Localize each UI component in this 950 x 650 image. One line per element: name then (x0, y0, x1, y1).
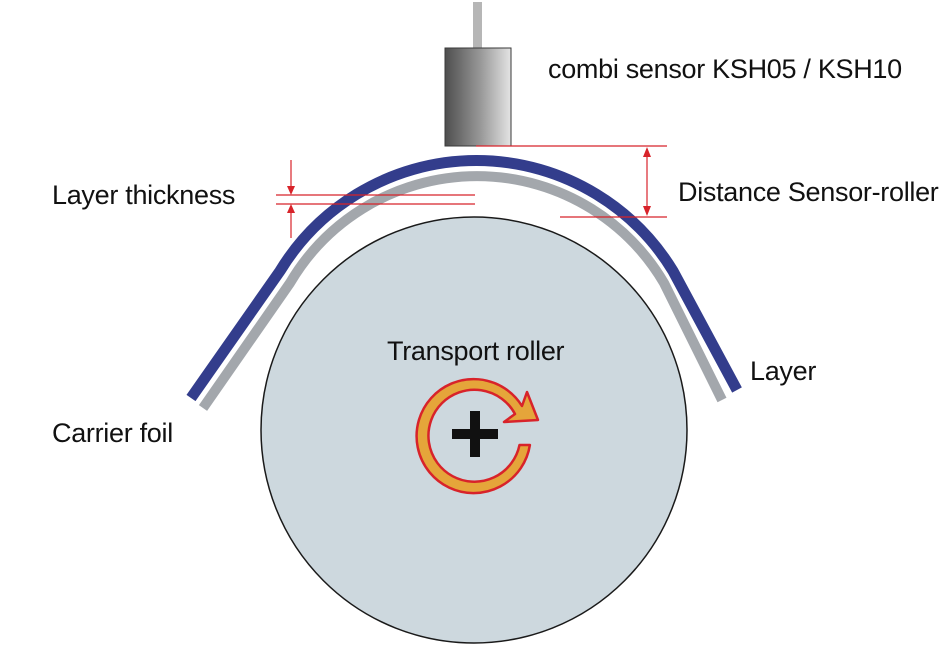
roller-axis-icon (452, 411, 498, 457)
coating-layer (186, 155, 742, 402)
sensor-label: combi sensor KSH05 / KSH10 (548, 54, 902, 84)
carrier-foil-label: Carrier foil (52, 418, 173, 448)
layer-label: Layer (750, 356, 816, 386)
layer-thickness-label: Layer thickness (52, 180, 235, 210)
distance-dimension (476, 145, 667, 218)
layer-thickness-dimension (276, 160, 475, 238)
distance-label: Distance Sensor-roller (678, 177, 939, 207)
carrier-foil (198, 171, 727, 411)
combi-sensor (444, 47, 512, 147)
sensor-cable (473, 2, 482, 49)
rotation-arrow-icon (415, 377, 540, 495)
roller-label: Transport roller (387, 336, 565, 366)
